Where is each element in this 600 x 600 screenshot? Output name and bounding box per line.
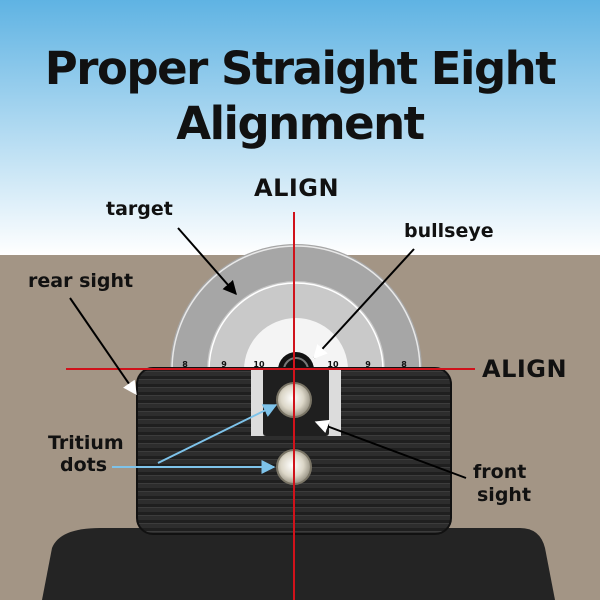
- label-align-horizontal: ALIGN: [482, 355, 568, 383]
- rear-sight-notch-light-left: [251, 368, 263, 436]
- ring-number-middle-left: 9: [221, 360, 227, 369]
- pointer-front-sight: [314, 419, 467, 479]
- rear-sight-notch-light-right: [329, 368, 341, 436]
- sky-background: [0, 0, 600, 255]
- pointer-bullseye: [313, 248, 415, 360]
- pistol-frame: [42, 528, 555, 600]
- pointer-rear-sight: [69, 297, 137, 396]
- label-rear-sight: rear sight: [28, 270, 134, 292]
- ring-number-middle-right: 9: [365, 360, 371, 369]
- ring-number-inner-right: 10: [327, 360, 339, 369]
- label-tritium-line2: dots: [60, 454, 108, 476]
- title-line-1: Proper Straight Eight: [44, 42, 557, 95]
- label-bullseye: bullseye: [404, 220, 494, 242]
- pointer-target: [177, 227, 237, 296]
- label-front-sight-line2: sight: [477, 484, 532, 506]
- pointer-tritium-front: [157, 404, 278, 464]
- ring-number-inner-left: 10: [253, 360, 265, 369]
- title-line-2: Alignment: [176, 97, 425, 150]
- ring-number-outer-right: 8: [401, 360, 407, 369]
- ring-number-outer-left: 8: [182, 360, 188, 369]
- label-align-vertical: ALIGN: [254, 174, 340, 202]
- label-target: target: [106, 198, 173, 220]
- label-tritium-line1: Tritium: [48, 432, 124, 454]
- label-front-sight-line1: front: [473, 461, 527, 483]
